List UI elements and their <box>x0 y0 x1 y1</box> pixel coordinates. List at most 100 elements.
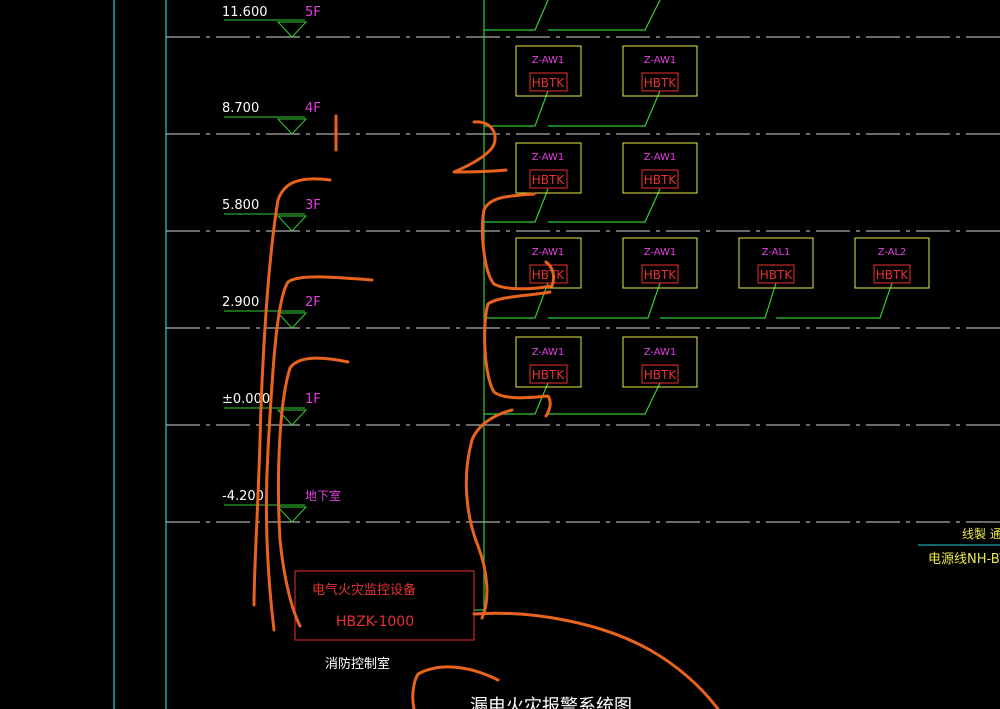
markup-stroke <box>480 192 556 291</box>
monitor-tag: HBTK <box>644 76 678 90</box>
markup-annotations <box>252 114 720 709</box>
markup-stroke <box>472 611 720 709</box>
box-label: Z-AL1 <box>762 247 791 258</box>
box-label: Z-AW1 <box>644 152 677 163</box>
monitor-tag: HBTK <box>760 268 794 282</box>
distribution-box[interactable]: Z-AW1 HBTK <box>515 336 582 388</box>
monitor-tag: HBTK <box>532 76 566 90</box>
box-frame <box>738 237 814 289</box>
box-frame <box>622 45 698 97</box>
floor-level: 8.700 4F <box>166 101 1000 135</box>
distribution-box[interactable]: Z-AW1 HBTK <box>622 237 698 289</box>
device-model: HBZK-1000 <box>336 614 414 630</box>
elevation-marker-icon <box>276 409 308 426</box>
monitor-tag: HBTK <box>644 268 678 282</box>
monitor-tag: HBTK <box>532 268 566 282</box>
box-label: Z-AW1 <box>532 347 565 358</box>
distribution-box[interactable]: Z-AW1 HBTK <box>622 45 698 97</box>
floor-label: 5F <box>305 5 321 20</box>
distribution-box[interactable]: Z-AL2 HBTK <box>854 237 930 289</box>
markup-stroke <box>464 408 514 620</box>
floor-level: ±0.000 1F <box>166 392 1000 426</box>
markup-stroke <box>452 120 508 174</box>
monitor-tag-frame <box>757 264 795 284</box>
box-frame <box>515 142 582 194</box>
branch-wire <box>548 382 661 415</box>
branch-wire <box>660 282 777 319</box>
branch-wire <box>548 90 661 127</box>
monitor-tag: HBTK <box>532 368 566 382</box>
branch-wire <box>548 282 661 319</box>
elevation-text: -4.200 <box>222 489 264 504</box>
box-frame <box>854 237 930 289</box>
elevation-marker-icon <box>276 215 308 232</box>
distribution-box[interactable]: Z-AW1 HBTK <box>622 336 698 388</box>
markup-stroke <box>483 290 552 418</box>
floor-label: 4F <box>305 101 321 116</box>
floor-label: 2F <box>305 295 321 310</box>
elevation-marker-icon <box>276 21 308 38</box>
markup-stroke <box>411 665 500 709</box>
distribution-box[interactable]: Z-AW1 HBTK <box>515 237 582 289</box>
branch-wire <box>776 282 893 319</box>
monitor-tag-frame <box>529 364 568 384</box>
diagram-title: 漏电火灾报警系统图 <box>470 696 632 709</box>
floor-levels: 11.600 5F 8.700 4F 5.800 3F 2.900 2F <box>166 5 1000 523</box>
device-title: 电气火灾监控设备 <box>312 582 416 598</box>
box-label: Z-AW1 <box>644 55 677 66</box>
elevation-text: 2.900 <box>222 295 259 310</box>
branch-wire <box>548 0 661 31</box>
floor-level: 11.600 5F <box>166 5 1000 38</box>
monitor-tag-frame <box>873 264 911 284</box>
markup-stroke <box>276 356 350 628</box>
markup-stroke <box>252 177 332 607</box>
fire-monitor-device[interactable]: 电气火灾监控设备 HBZK-1000 <box>294 570 475 641</box>
box-label: Z-AW1 <box>644 347 677 358</box>
monitor-tag-frame <box>641 364 679 384</box>
floor-level: 2.900 2F <box>166 295 1000 329</box>
distribution-box[interactable]: Z-AW1 HBTK <box>515 142 582 194</box>
monitor-tag: HBTK <box>532 173 566 187</box>
floor-level: 5.800 3F <box>166 198 1000 232</box>
monitor-tag-frame <box>641 169 679 189</box>
box-frame <box>515 336 582 388</box>
box-label: Z-AW1 <box>644 247 677 258</box>
legend-line-2: 电源线NH-BV <box>928 552 1000 567</box>
legend-line-1: 线製 通 <box>962 527 1000 541</box>
monitor-tag-frame <box>529 169 568 189</box>
branch-wire <box>548 188 661 223</box>
elevation-text: 11.600 <box>222 5 268 20</box>
room-label: 消防控制室 <box>325 656 390 672</box>
monitor-tag-frame <box>641 72 679 92</box>
monitor-tag: HBTK <box>644 368 678 382</box>
distribution-boxes: Z-AW1 HBTK Z-AW1 HBTK Z-AW1 HBTK Z-AW1 H… <box>515 45 930 388</box>
box-frame <box>622 336 698 388</box>
monitor-tag-frame <box>641 264 679 284</box>
box-frame <box>622 142 698 194</box>
monitor-tag: HBTK <box>876 268 910 282</box>
box-label: Z-AW1 <box>532 152 565 163</box>
elevation-marker-icon <box>276 312 308 329</box>
distribution-box[interactable]: Z-AW1 HBTK <box>622 142 698 194</box>
elevation-text: 5.800 <box>222 198 259 213</box>
box-label: Z-AW1 <box>532 55 565 66</box>
branch-wire <box>484 90 549 127</box>
branch-wire <box>484 188 549 223</box>
floor-level: -4.200 地下室 <box>166 488 1000 523</box>
distribution-box[interactable]: Z-AW1 HBTK <box>515 45 582 97</box>
distribution-box[interactable]: Z-AL1 HBTK <box>738 237 814 289</box>
markup-stroke <box>264 275 374 632</box>
floor-label: 1F <box>305 392 321 407</box>
floor-label: 3F <box>305 198 321 213</box>
branch-wire <box>484 282 549 319</box>
box-frame <box>515 45 582 97</box>
elevation-marker-icon <box>276 506 308 523</box>
monitor-tag: HBTK <box>644 173 678 187</box>
box-frame <box>622 237 698 289</box>
device-frame <box>294 570 475 641</box>
box-label: Z-AL2 <box>878 247 907 258</box>
elevation-marker-icon <box>276 118 308 135</box>
wiring <box>474 0 893 611</box>
branch-wire <box>484 0 549 31</box>
